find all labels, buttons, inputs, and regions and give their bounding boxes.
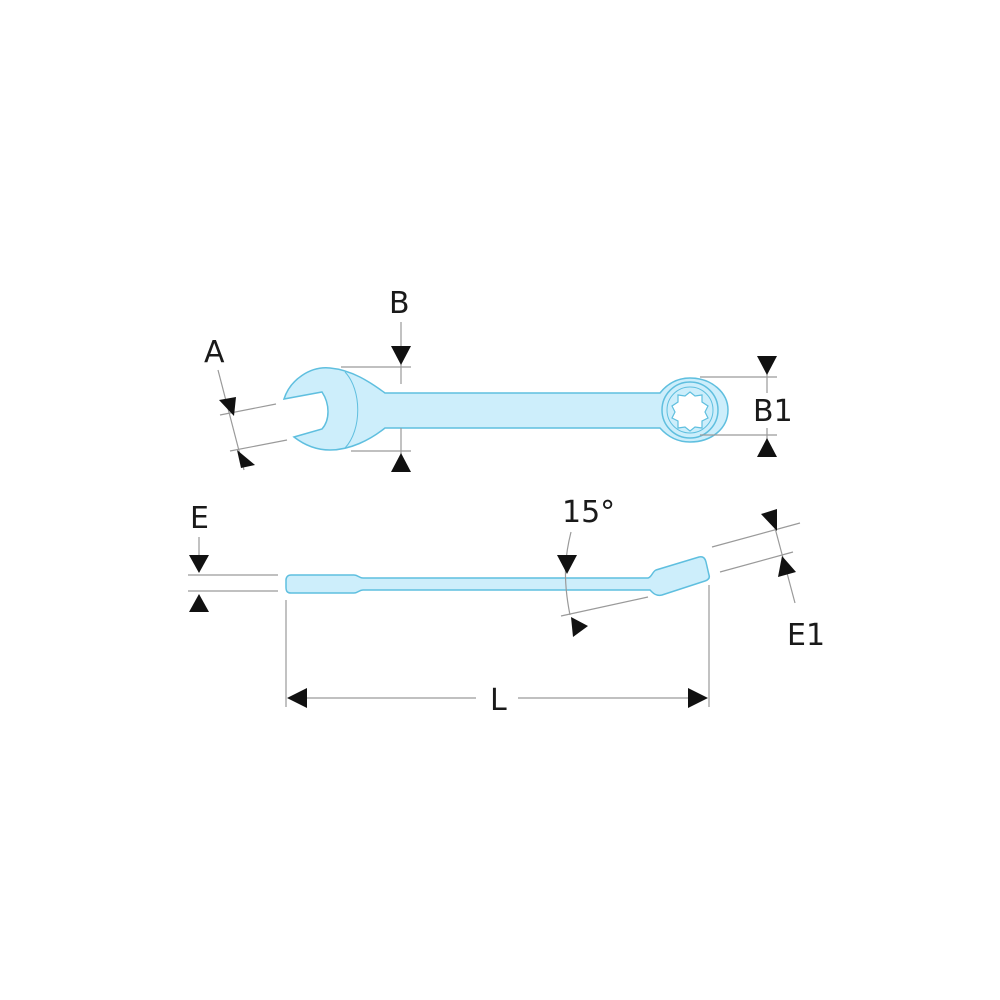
label-b1: B1 [753,394,793,429]
arrow-b-up-icon [391,453,411,472]
label-b: B [389,286,410,321]
dim-line-e1-upper [711,522,801,548]
dim-line-a-lower [229,439,288,452]
arrow-b-down-icon [391,346,411,365]
angle-arc [564,531,572,616]
arrow-e1-up-icon [778,556,796,577]
wrench-head-arc [344,371,359,449]
ring-inner [666,386,714,434]
dim-line-e1-lower [719,551,794,573]
arrow-a-up-icon [237,450,255,468]
arrow-angle-down-icon [557,555,577,574]
arrow-e-down-icon [189,555,209,573]
arrow-l-right-icon [688,688,708,708]
label-l: L [490,683,507,718]
label-e: E [190,501,209,536]
top-view: A B B1 [204,286,793,472]
arrow-e1-down-icon [761,509,777,531]
ring-12-point-opening [671,391,709,432]
arrow-l-left-icon [287,688,307,708]
label-angle: 15° [562,495,615,530]
label-e1: E1 [787,618,825,653]
arrow-angle-right-icon [571,617,588,637]
wrench-side-body [285,556,710,597]
angle-ref-line [560,596,649,617]
side-view: E L 15° E1 [188,495,825,718]
arrow-e-up-icon [189,594,209,612]
arrow-b1-down-icon [757,356,777,375]
arrow-b1-up-icon [757,438,777,457]
arrow-a-down-icon [219,397,236,416]
label-a: A [204,335,225,370]
